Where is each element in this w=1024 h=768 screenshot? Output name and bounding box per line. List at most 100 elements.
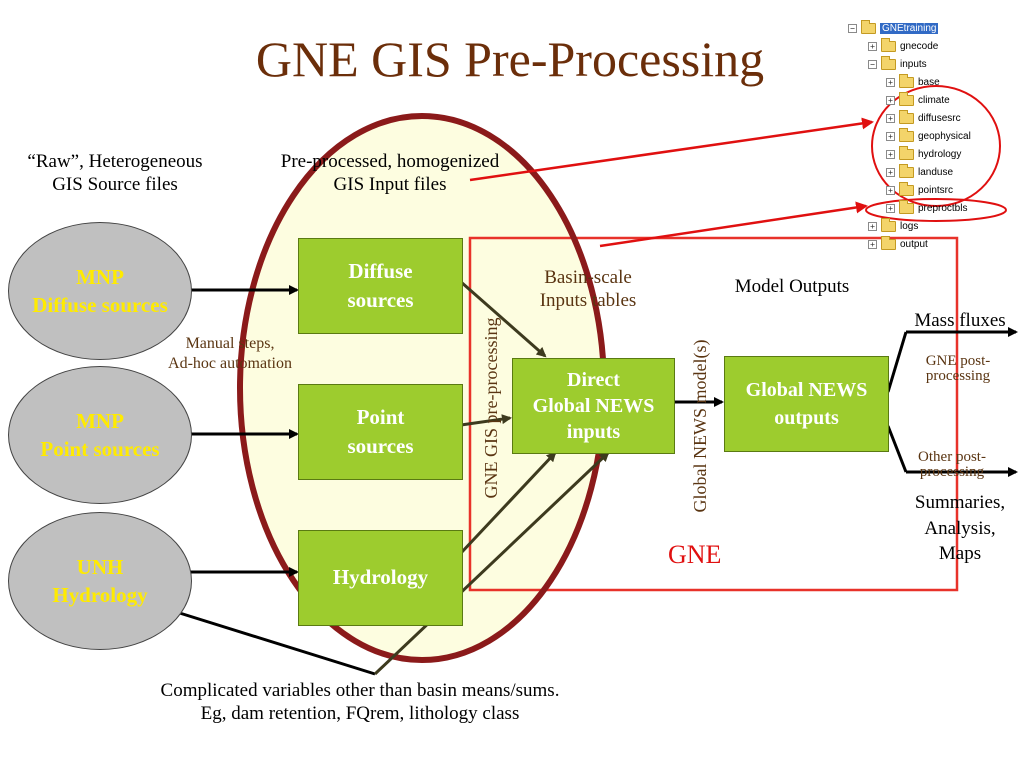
folder-icon: [881, 37, 896, 52]
expand-icon[interactable]: +: [886, 95, 895, 105]
tree-root-label: GNEtraining: [880, 22, 939, 34]
folder-icon: [899, 145, 914, 160]
tree-item-label: gnecode: [900, 40, 939, 52]
tree-item-pointsrc[interactable]: + pointsrc: [886, 181, 953, 199]
tree-item-label: logs: [900, 220, 919, 232]
diffuse-line2: sources: [347, 288, 414, 312]
tree-item-output[interactable]: + output: [868, 235, 928, 253]
file-tree: − GNEtraining + gnecode − inputs + base + clima…: [846, 18, 1024, 258]
folder-icon: [899, 109, 914, 124]
mnp-diffuse-line1: MNP: [76, 264, 124, 289]
summaries-line2: Analysis,: [924, 517, 996, 539]
tree-item-logs[interactable]: + logs: [868, 217, 918, 235]
hydrology-label: Hydrology: [332, 565, 429, 590]
red-arrow-to-preproctbls: [599, 201, 868, 248]
basin-scale-label: Basin-scale Inputs tables: [508, 266, 668, 312]
tree-item-label: output: [900, 238, 928, 250]
diffuse-line1: Diffuse: [348, 258, 413, 283]
folder-icon: [899, 163, 914, 178]
tree-item-gnecode[interactable]: + gnecode: [868, 37, 938, 55]
folder-icon: [899, 199, 914, 214]
tree-item-label: pointsrc: [918, 184, 954, 196]
other-post-line1: Other post-: [918, 449, 986, 465]
folder-icon: [899, 127, 914, 142]
gne-gis-preprocessing-label: GNE GIS pre-processing: [481, 317, 501, 499]
tree-item-label: climate: [918, 94, 950, 106]
complicated-line1: Complicated variables other than basin m…: [160, 680, 560, 701]
unh-hydrology-ellipse: UNH Hydrology: [8, 512, 192, 650]
expand-icon[interactable]: +: [868, 239, 877, 249]
line-unh-to-note: [169, 608, 376, 676]
arrow-other-post: [886, 425, 908, 473]
gne-rectangle: [468, 236, 959, 592]
tree-item-hydrology[interactable]: + hydrology: [886, 145, 961, 163]
expand-icon[interactable]: +: [886, 203, 895, 213]
point-line1: Point: [356, 404, 405, 429]
expand-icon[interactable]: +: [886, 113, 895, 123]
tree-item-label: landuse: [918, 166, 954, 178]
expand-icon[interactable]: +: [868, 41, 877, 51]
tree-item-label: geophysical: [918, 130, 971, 142]
raw-line1: “Raw”, Heterogeneous: [27, 151, 203, 172]
tree-item-label: preproctbls: [918, 202, 968, 214]
direct-line2: Global NEWS: [532, 395, 655, 417]
expand-icon[interactable]: +: [886, 167, 895, 177]
line-note-to-direct: [373, 451, 610, 676]
folder-icon: [881, 235, 896, 250]
expand-icon[interactable]: +: [868, 221, 877, 231]
folder-icon: [899, 73, 914, 88]
folder-icon: [881, 217, 896, 232]
tree-item-diffusesrc[interactable]: + diffusesrc: [886, 109, 961, 127]
manual-line2: Ad-hoc automation: [168, 354, 292, 372]
mnp-point-line1: MNP: [76, 408, 124, 433]
expand-icon[interactable]: +: [886, 185, 895, 195]
tree-item-climate[interactable]: + climate: [886, 91, 950, 109]
tree-root[interactable]: − GNEtraining: [848, 19, 939, 37]
tree-item-label: hydrology: [918, 148, 962, 160]
tree-item-inputs[interactable]: − inputs: [868, 55, 927, 73]
mnp-diffuse-line2: Diffuse sources: [32, 293, 168, 317]
tree-item-base[interactable]: + base: [886, 73, 940, 91]
tree-item-landuse[interactable]: + landuse: [886, 163, 953, 181]
unh-line1: UNH: [76, 554, 124, 579]
manual-line1: Manual steps,: [185, 335, 275, 352]
manual-steps-label: Manual steps, Ad-hoc automation: [140, 334, 320, 373]
tree-highlight-inputs: [871, 85, 1001, 207]
summaries-label: Summaries, Analysis, Maps: [898, 490, 1022, 567]
hydrology-box: Hydrology: [298, 530, 463, 626]
tree-item-label: base: [918, 76, 940, 88]
collapse-icon[interactable]: −: [868, 59, 877, 69]
mnp-diffuse-ellipse: MNP Diffuse sources: [8, 222, 192, 360]
summaries-line1: Summaries,: [914, 492, 1006, 513]
gne-post-line2: processing: [925, 368, 991, 384]
other-post-processing-label: Other post- processing: [892, 450, 1012, 480]
complicated-line2: Eg, dam retention, FQrem, lithology clas…: [200, 703, 520, 725]
tree-item-label: inputs: [900, 58, 927, 70]
complicated-variables-note: Complicated variables other than basin m…: [60, 679, 660, 725]
unh-line2: Hydrology: [52, 583, 148, 607]
folder-icon: [899, 181, 914, 196]
other-post-line2: processing: [919, 464, 985, 480]
basin-line1: Basin-scale: [544, 267, 632, 288]
diffuse-sources-box: Diffuse sources: [298, 238, 463, 334]
tree-item-label: diffusesrc: [918, 112, 961, 124]
arrow-gne-post: [886, 331, 908, 393]
red-arrow-to-inputs: [469, 117, 874, 182]
outputs-line2: outputs: [774, 407, 839, 429]
tree-item-geophysical[interactable]: + geophysical: [886, 127, 971, 145]
page-title: GNE GIS Pre-Processing: [255, 31, 765, 87]
gne-label: GNE: [668, 540, 722, 569]
expand-icon[interactable]: +: [886, 131, 895, 141]
raw-line2: GIS Source files: [52, 174, 178, 196]
collapse-icon[interactable]: −: [848, 23, 857, 33]
mass-fluxes-label: Mass fluxes: [914, 310, 1006, 331]
direct-line1: Direct: [567, 369, 620, 391]
expand-icon[interactable]: +: [886, 77, 895, 87]
tree-item-preproctbls[interactable]: + preproctbls: [886, 199, 967, 217]
folder-icon: [881, 55, 896, 70]
preprocessed-line1: Pre-processed, homogenized: [280, 151, 500, 172]
expand-icon[interactable]: +: [886, 149, 895, 159]
